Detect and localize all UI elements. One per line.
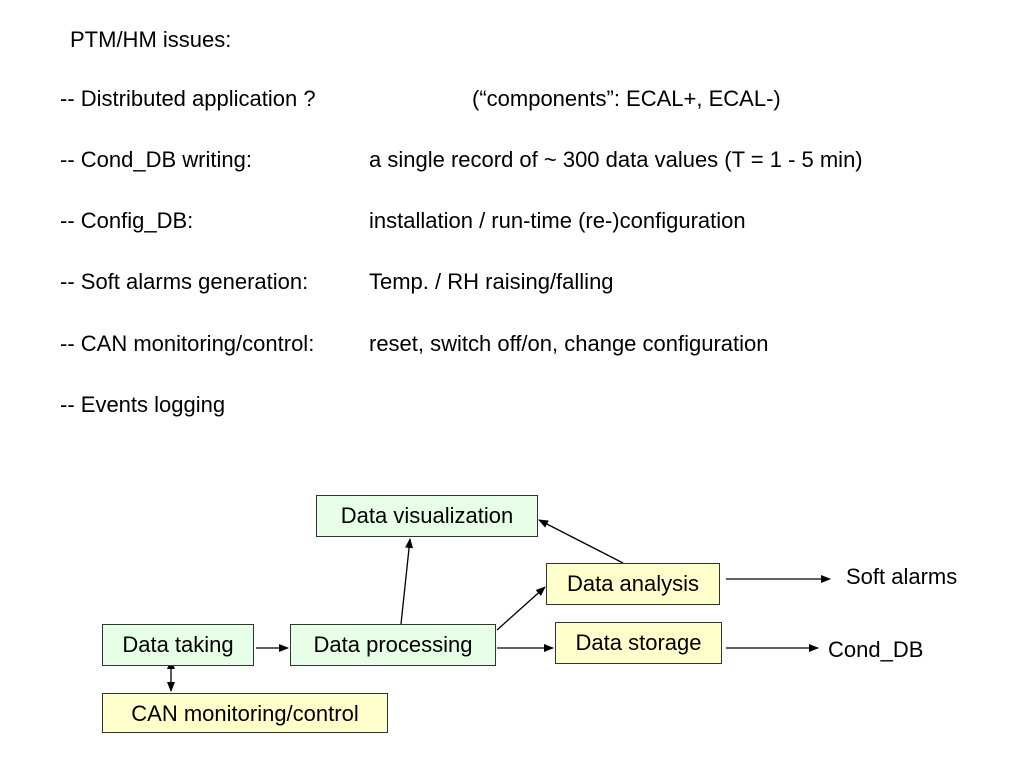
arrow-processing-to-visualization bbox=[400, 538, 414, 625]
issue-detail: reset, switch off/on, change configurati… bbox=[369, 331, 769, 356]
arrow-processing-to-analysis bbox=[496, 586, 546, 631]
issue-label: -- Config_DB: bbox=[60, 208, 194, 233]
issue-detail: installation / run-time (re-)configurati… bbox=[369, 208, 746, 233]
issue-label: -- Cond_DB writing: bbox=[60, 147, 252, 172]
box-can-monitoring: CAN monitoring/control bbox=[102, 693, 388, 733]
issue-label: -- CAN monitoring/control: bbox=[60, 331, 315, 356]
output-soft-alarms: Soft alarms bbox=[846, 564, 958, 589]
box-data-taking: Data taking bbox=[102, 624, 254, 666]
issue-label: -- Events logging bbox=[60, 392, 226, 417]
issue-label: -- Distributed application ? bbox=[60, 86, 316, 111]
issue-label: -- Soft alarms generation: bbox=[60, 269, 309, 294]
box-data-storage: Data storage bbox=[555, 622, 722, 664]
arrow-analysis-to-visualization bbox=[538, 519, 624, 564]
box-data-analysis: Data analysis bbox=[546, 563, 720, 605]
box-data-processing: Data processing bbox=[290, 624, 496, 666]
issue-detail: Temp. / RH raising/falling bbox=[369, 269, 614, 294]
box-data-visualization: Data visualization bbox=[316, 495, 538, 537]
slide-title: PTM/HM issues: bbox=[70, 27, 232, 52]
output-cond-db: Cond_DB bbox=[828, 637, 924, 662]
issue-detail: a single record of ~ 300 data values (T … bbox=[369, 147, 863, 172]
issue-detail: (“components”: ECAL+, ECAL-) bbox=[472, 86, 781, 111]
